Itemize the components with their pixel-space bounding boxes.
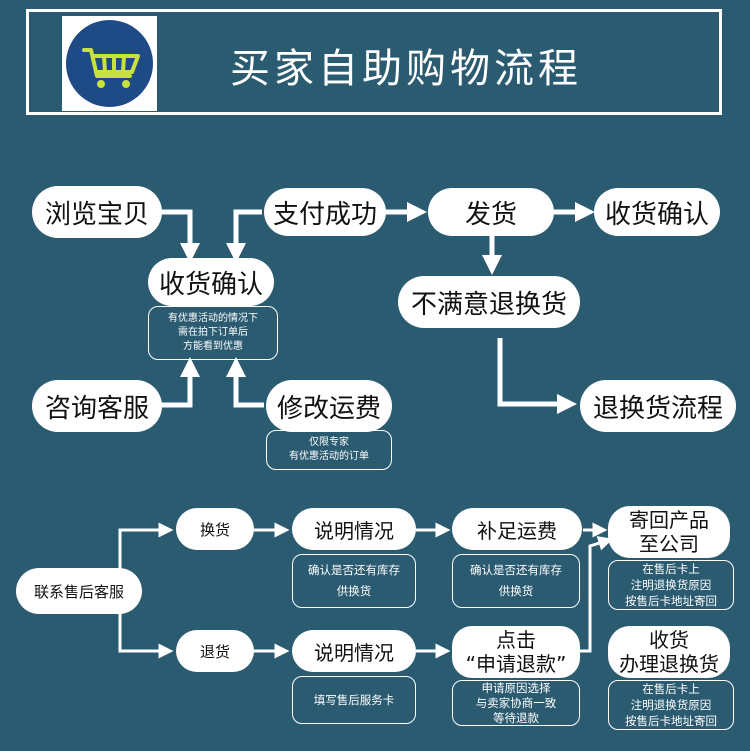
node-supplement-fee: 补足运费 xyxy=(452,508,582,550)
node-confirm-center: 收货确认 xyxy=(148,258,274,306)
node-receive-handle: 收货 办理退换货 xyxy=(608,626,730,678)
node-explain-2: 说明情况 xyxy=(292,630,416,672)
note-stock-2: 确认是否还有库存 供换货 xyxy=(452,554,580,608)
node-confirm-right: 收货确认 xyxy=(594,188,720,236)
node-contact-service: 联系售后客服 xyxy=(16,568,142,614)
node-consult: 咨询客服 xyxy=(32,380,162,432)
node-refund: 退货 xyxy=(176,630,254,672)
node-apply-refund: 点击 “申请退款” xyxy=(452,626,580,678)
node-return-flow: 退换货流程 xyxy=(580,380,736,432)
note-service-card: 填写售后服务卡 xyxy=(292,676,416,724)
note-expert: 仅限专家 有优惠活动的订单 xyxy=(266,430,392,470)
note-card-2: 在售后卡上 注明退换货原因 按售后卡地址寄回 xyxy=(608,680,734,730)
page-title: 买家自助购物流程 xyxy=(230,46,582,92)
node-exchange: 换货 xyxy=(176,508,254,550)
note-card-1: 在售后卡上 注明退换货原因 按售后卡地址寄回 xyxy=(608,560,734,610)
node-modify-fee: 修改运费 xyxy=(266,380,392,432)
node-unsatisfied: 不满意退换货 xyxy=(398,276,580,328)
shopping-cart-icon xyxy=(82,48,140,88)
note-discount: 有优惠活动的情况下 需在拍下订单后 方能看到优惠 xyxy=(148,306,278,360)
logo-circle xyxy=(66,20,153,107)
node-send-back: 寄回产品 至公司 xyxy=(608,506,730,558)
note-apply-reason: 申请原因选择 与卖家协商一致 等待退款 xyxy=(452,680,580,726)
logo xyxy=(62,16,157,111)
node-pay-success: 支付成功 xyxy=(264,188,386,236)
node-browse: 浏览宝贝 xyxy=(32,186,162,238)
node-ship: 发货 xyxy=(428,188,554,236)
node-explain-1: 说明情况 xyxy=(292,508,416,550)
note-stock-1: 确认是否还有库存 供换货 xyxy=(292,554,416,608)
